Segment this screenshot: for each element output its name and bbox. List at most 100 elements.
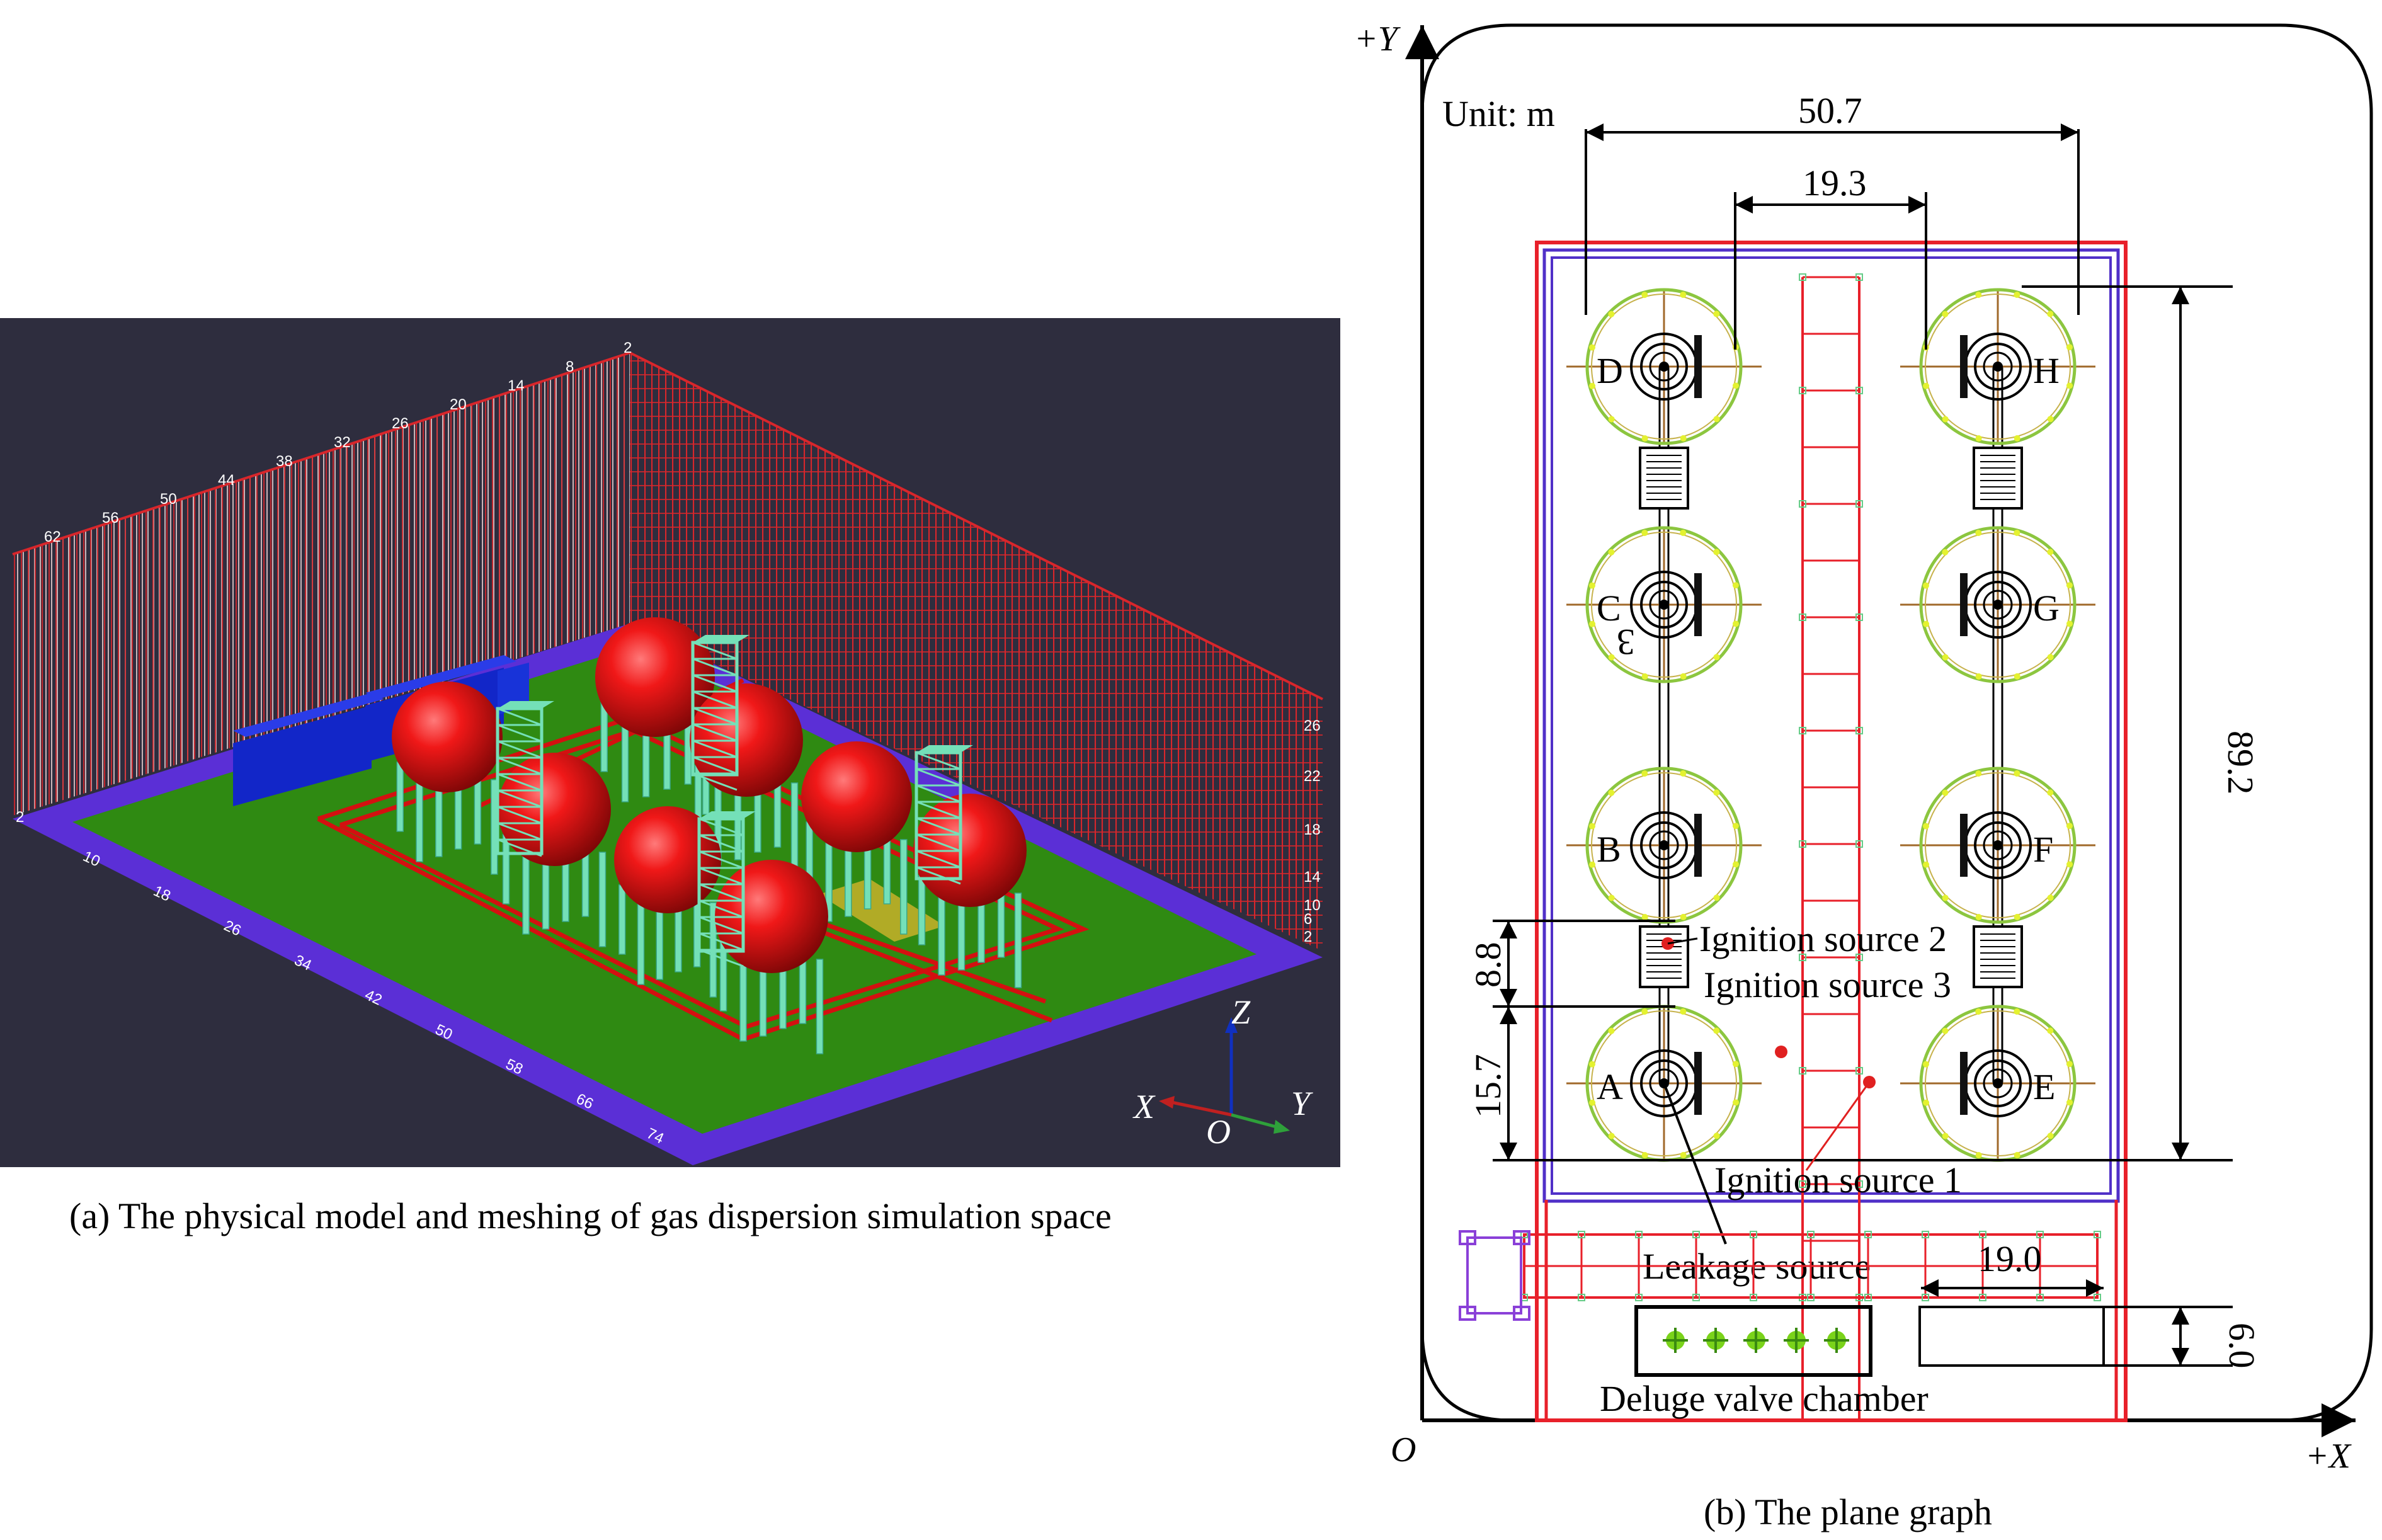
sphere-tank xyxy=(801,741,912,852)
tank-shell xyxy=(1974,581,2022,629)
axis-z-label: Z xyxy=(1231,993,1251,1031)
tank-leg xyxy=(1923,861,1930,868)
dim-inner-width xyxy=(1734,192,1927,350)
tower-brace xyxy=(497,838,542,857)
tank-leg xyxy=(1942,1027,1949,1034)
lower-rack-node xyxy=(1635,1294,1643,1301)
rack-node xyxy=(1799,387,1806,394)
tower-brace xyxy=(692,772,738,791)
dim-chamber-depth-value: 6.0 xyxy=(2221,1323,2262,1369)
back-tick-label: 38 xyxy=(276,453,293,470)
tank-leg xyxy=(1942,311,1949,317)
right-tick-label: 6 xyxy=(1304,911,1312,928)
tank-ring-inner xyxy=(1591,1010,1737,1156)
tower-brace xyxy=(692,641,738,660)
tank-leg xyxy=(2014,529,2020,536)
tank-label-f: F xyxy=(2033,829,2053,870)
sphere-leg xyxy=(790,782,799,878)
tower-brace xyxy=(698,916,744,935)
tank-label-b: B xyxy=(1597,829,1621,870)
lower-rack-node xyxy=(1750,1231,1757,1238)
right-tick-label: 2 xyxy=(1304,928,1312,945)
sphere-tank xyxy=(498,753,611,866)
tank-ring-inner xyxy=(1925,772,2071,918)
tank-leg xyxy=(1588,1061,1595,1068)
tank-access-bar xyxy=(1960,1052,1968,1115)
tower-brace xyxy=(698,850,744,869)
right-tick-label: 10 xyxy=(1304,897,1321,914)
tank-label-a: A xyxy=(1597,1066,1623,1107)
tower-brace xyxy=(916,850,961,869)
tank-leg xyxy=(1975,530,1982,537)
tank-leg xyxy=(2047,416,2054,423)
tank-leg xyxy=(1942,789,1949,796)
tank-leg xyxy=(1641,673,1648,680)
sphere-leg xyxy=(900,839,908,935)
rack-node xyxy=(1855,500,1863,508)
tank-leg xyxy=(1680,913,1687,920)
tower-brace xyxy=(497,756,542,775)
mesh-top-edge-left xyxy=(12,351,630,556)
tank-ring xyxy=(1585,288,1743,445)
tank-shell xyxy=(1983,1068,2013,1098)
tank-leg xyxy=(1680,291,1687,298)
dim-chamber-width-value: 19.0 xyxy=(1978,1238,2042,1279)
rack-node xyxy=(1799,840,1806,848)
lower-rack-node xyxy=(1922,1231,1929,1238)
tower-brace xyxy=(692,690,738,709)
tank-shell xyxy=(1640,821,1688,869)
tank-leg xyxy=(1680,529,1687,536)
sphere-leg xyxy=(502,834,510,904)
tank-leg xyxy=(2066,582,2073,589)
tank-leg xyxy=(1641,1008,1648,1015)
rack-node xyxy=(1855,387,1863,394)
tank-leg xyxy=(2014,913,2020,920)
tank-leg xyxy=(1942,894,1949,901)
tower-top xyxy=(699,811,756,819)
tower-brace xyxy=(916,751,961,770)
tank-leg xyxy=(1680,1151,1687,1158)
tank-leg xyxy=(1975,292,1982,299)
tower-brace xyxy=(698,818,744,836)
tank-leg xyxy=(1942,654,1949,661)
mesh-top-edge-right xyxy=(629,351,1323,700)
tower-brace xyxy=(916,833,961,852)
purple-skid xyxy=(1459,1230,1530,1321)
rack-node xyxy=(1855,840,1863,848)
tank-shell xyxy=(1640,1059,1688,1107)
rotated-mark: 3 xyxy=(1617,622,1635,663)
tank-leg xyxy=(2047,311,2054,317)
central-pipe-rack xyxy=(1799,273,1863,1420)
tank-center xyxy=(1993,1078,2003,1088)
tank-ring xyxy=(1919,526,2077,683)
lower-rack-node xyxy=(1807,1294,1815,1301)
pump-unit xyxy=(1639,447,1689,510)
back-tick-label: 26 xyxy=(392,415,409,432)
tank-shell xyxy=(1983,351,2013,382)
tank-label-e: E xyxy=(2033,1066,2055,1107)
deluge-valve-label: Deluge valve chamber xyxy=(1600,1378,1929,1419)
back-tick-label: 2 xyxy=(624,339,632,356)
sphere-leg xyxy=(416,779,423,862)
dim-gap xyxy=(1493,920,1675,1008)
fence-inner xyxy=(1551,256,2112,1195)
tank-leg xyxy=(2066,1099,2073,1106)
unit-label: Unit: m xyxy=(1442,93,1555,134)
sphere-tank xyxy=(690,683,803,797)
lower-rack-node xyxy=(1750,1294,1757,1301)
tower-brace xyxy=(692,674,738,693)
tank-leg xyxy=(1732,1061,1739,1068)
tank-leg xyxy=(2066,620,2073,627)
tank-shell xyxy=(1649,590,1679,620)
tower-top xyxy=(498,701,554,709)
dim-total-width xyxy=(1585,123,2080,315)
tank-leg xyxy=(1608,1132,1615,1139)
axis-origin-label: O xyxy=(1206,1113,1231,1151)
axis-triad: Z X Y O xyxy=(1132,993,1313,1151)
tank-shell xyxy=(1649,830,1679,860)
tank-ring-inner xyxy=(1925,1010,2071,1156)
tank-leg xyxy=(2014,291,2020,298)
back-tick-label: 20 xyxy=(450,396,467,413)
